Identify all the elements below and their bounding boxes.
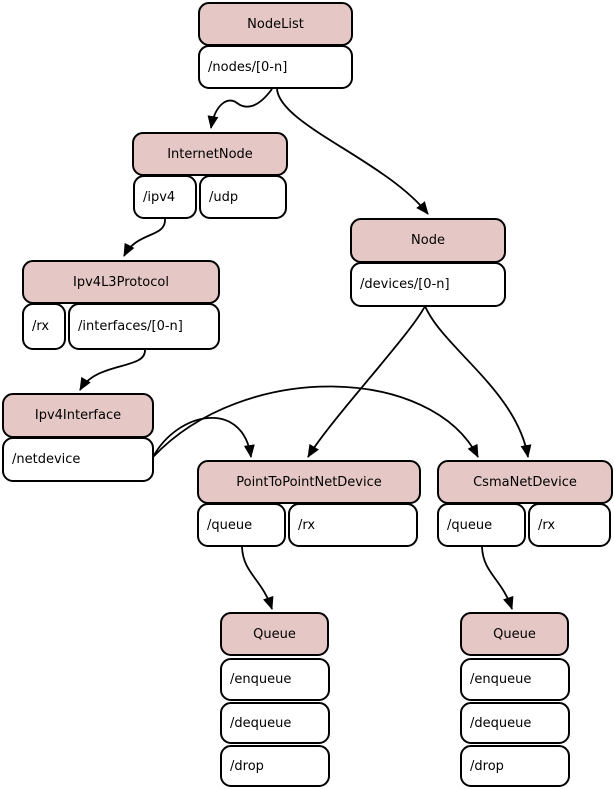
csmanetdevice-header: CsmaNetDevice (437, 460, 613, 504)
slot-rx-ipv4l3: /rx (22, 303, 66, 350)
edge-nodelist-to-node (276, 88, 429, 215)
slot-interfaces: /interfaces/[0-n] (68, 303, 220, 350)
edge-interfaces-to-ipv4interface (79, 349, 146, 391)
edge-devices-to-csmanetdevice (424, 305, 532, 458)
edge-ipv4-to-ipv4l3protocol (123, 218, 166, 257)
edge-devices-to-p2pnetdevice (307, 305, 426, 458)
queue-p2p-header: Queue (220, 612, 329, 656)
slot-enqueue-csma: /enqueue (460, 658, 570, 701)
slot-queue-p2p: /queue (197, 503, 286, 547)
ipv4interface-header: Ipv4Interface (2, 393, 154, 438)
slot-udp: /udp (199, 175, 287, 219)
slot-dequeue-p2p: /dequeue (220, 702, 330, 744)
slot-rx-csma: /rx (528, 503, 611, 547)
edge-csmaqueue-to-queue (481, 546, 514, 610)
node-header: Node (350, 218, 506, 263)
slot-netdevice: /netdevice (2, 437, 154, 482)
slot-drop-csma: /drop (460, 745, 570, 787)
edge-p2pqueue-to-queue (241, 546, 274, 610)
edge-netdevice-to-csmanetdevice (152, 385, 479, 458)
edge-netdevice-to-p2pnetdevice (152, 417, 255, 458)
p2pnetdevice-header: PointToPointNetDevice (197, 460, 421, 504)
nodelist-header: NodeList (198, 2, 353, 46)
edge-nodelist-to-internetnode (207, 88, 273, 129)
slot-ipv4: /ipv4 (133, 175, 197, 219)
queue-csma-header: Queue (460, 612, 569, 656)
slot-drop-p2p: /drop (220, 745, 330, 787)
slot-queue-csma: /queue (437, 503, 526, 547)
slot-nodes: /nodes/[0-n] (198, 45, 353, 89)
ipv4l3protocol-header: Ipv4L3Protocol (22, 260, 220, 304)
internetnode-header: InternetNode (132, 132, 288, 176)
slot-rx-p2p: /rx (288, 503, 418, 547)
slot-dequeue-csma: /dequeue (460, 702, 570, 744)
slot-devices: /devices/[0-n] (350, 262, 506, 307)
slot-enqueue-p2p: /enqueue (220, 658, 330, 701)
